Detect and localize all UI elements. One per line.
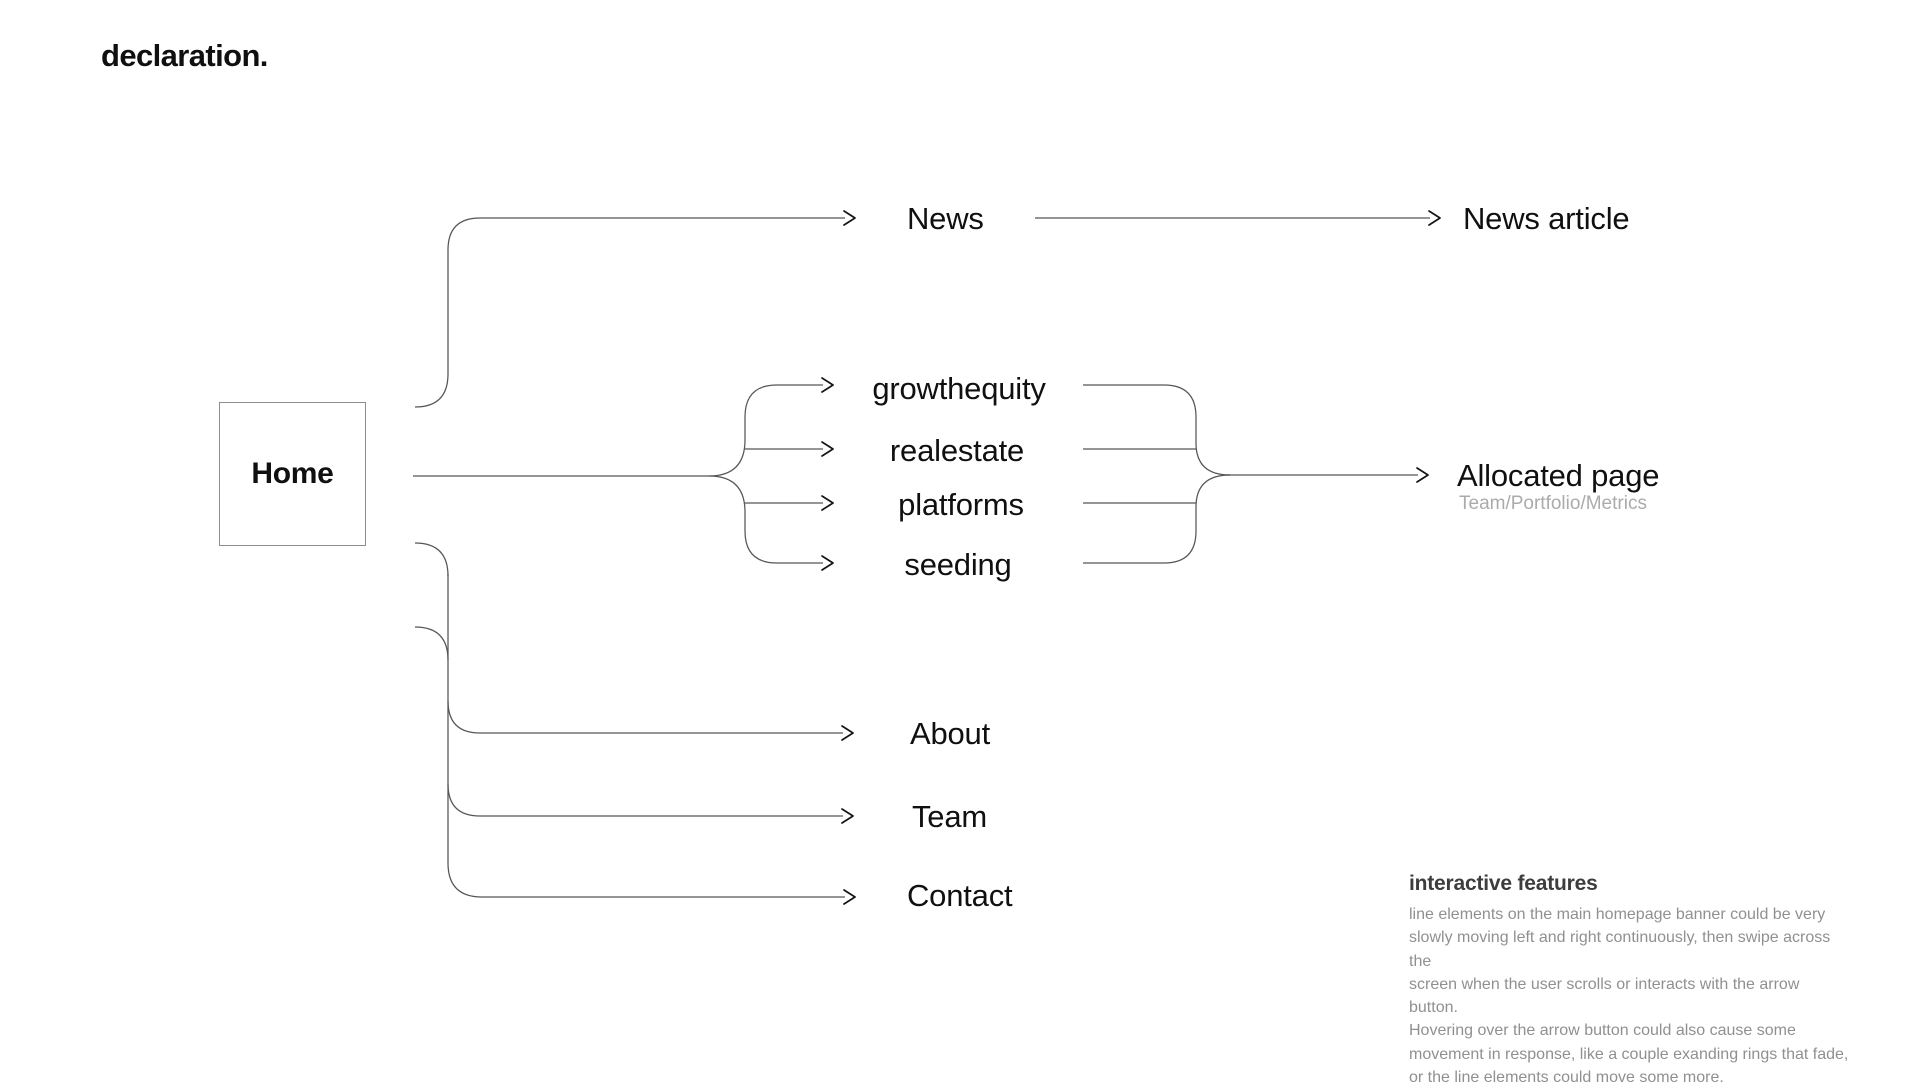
- connector-team: [447, 783, 843, 817]
- note-body-line: line elements on the main homepage banne…: [1409, 906, 1826, 923]
- arrowhead-contact: [843, 889, 856, 905]
- note-heading: interactive features: [1409, 872, 1598, 895]
- arrowhead-platforms: [821, 495, 834, 511]
- brand-logo: declaration.: [101, 38, 268, 73]
- connector-about: [447, 700, 843, 734]
- connector-fanin-growthequity: [1083, 384, 1231, 476]
- note-body-line: screen when the user scrolls or interact…: [1409, 975, 1800, 1017]
- node-about: About: [910, 716, 991, 751]
- node-allocated-subtitle: Team/Portfolio/Metrics: [1459, 493, 1647, 514]
- connector-fanout-growthequity: [708, 384, 823, 477]
- node-allocated-page: Allocated page: [1457, 458, 1660, 493]
- node-home-label: Home: [251, 457, 334, 490]
- note-body-line: movement in response, like a couple exan…: [1409, 1045, 1849, 1063]
- node-home: Home: [219, 402, 366, 546]
- node-contact: Contact: [907, 878, 1013, 913]
- arrowhead-news-article: [1428, 210, 1441, 226]
- note-body-line: Hovering over the arrow button could als…: [1409, 1022, 1796, 1040]
- connector-lower-entry-1: [414, 542, 449, 577]
- node-realestate: realestate: [889, 433, 1025, 468]
- arrowhead-news: [843, 210, 856, 226]
- note-body-line: or the line elements could move some mor…: [1409, 1069, 1724, 1087]
- connector-home-news: [414, 217, 845, 408]
- arrowhead-realestate: [821, 441, 834, 457]
- arrowhead-seeding: [821, 555, 834, 571]
- node-news: News: [907, 201, 984, 236]
- arrowhead-about: [841, 725, 854, 741]
- arrowhead-allocated: [1416, 467, 1429, 483]
- connector-lower-entry-2: [414, 626, 449, 661]
- node-growthequity: growthequity: [872, 371, 1046, 406]
- node-news-article: News article: [1463, 201, 1630, 236]
- note-body: line elements on the main homepage banne…: [1409, 903, 1849, 1089]
- arrowhead-team: [841, 808, 854, 824]
- node-seeding: seeding: [904, 547, 1012, 582]
- connector-contact: [447, 862, 845, 898]
- connector-fanin-seeding: [1083, 474, 1231, 564]
- arrowhead-growthequity: [821, 377, 834, 393]
- note-body-line: slowly moving left and right continuousl…: [1409, 929, 1831, 970]
- node-platforms: platforms: [898, 487, 1024, 522]
- node-team: Team: [912, 799, 988, 834]
- interactive-features-note: interactive features line elements on th…: [1409, 872, 1849, 1089]
- connector-fanout-seeding: [708, 475, 823, 564]
